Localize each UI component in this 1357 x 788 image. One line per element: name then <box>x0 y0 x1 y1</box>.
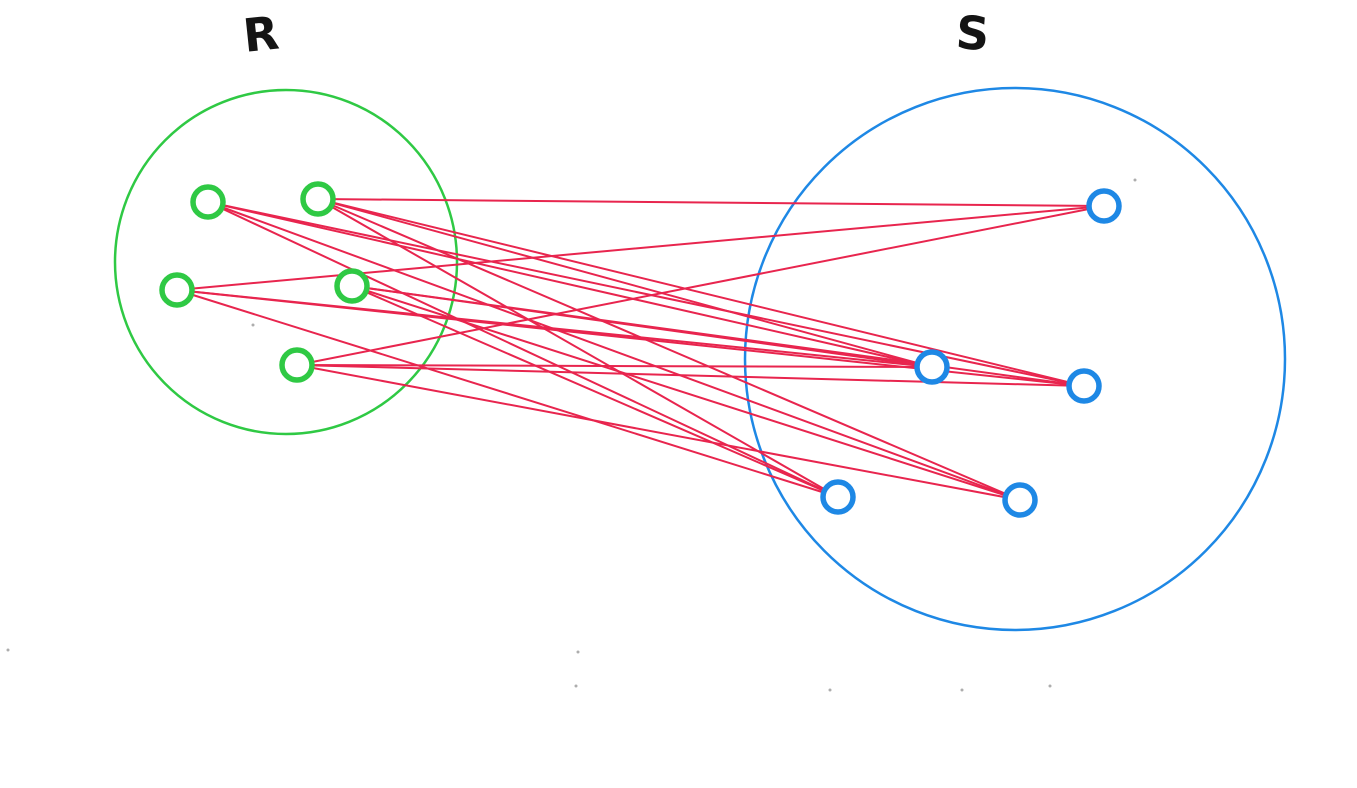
node-r1[interactable] <box>190 184 226 220</box>
set-s-boundary <box>743 86 1287 632</box>
node-s3[interactable] <box>1066 368 1102 404</box>
edge-r2-s2 <box>317 198 933 368</box>
edge-r1-s2 <box>207 201 933 368</box>
edge-r4-s5 <box>351 285 1021 501</box>
edge-r5-s3 <box>296 364 1085 387</box>
edge-r3-s1 <box>176 205 1105 291</box>
edge-r4-s3 <box>351 285 1085 387</box>
stray-mark <box>828 688 832 692</box>
edge-r2-s3 <box>317 198 1085 387</box>
stray-mark <box>6 648 10 652</box>
stray-mark <box>1048 684 1052 688</box>
node-r4[interactable] <box>334 268 370 304</box>
stray-mark <box>960 688 964 692</box>
stray-mark <box>1133 178 1137 182</box>
edge-r3-s4 <box>176 289 839 498</box>
node-s4[interactable] <box>820 479 856 515</box>
node-r3[interactable] <box>159 272 195 308</box>
set-s-label: S <box>954 5 991 61</box>
edge-r4-s4 <box>351 285 839 498</box>
edges-layer <box>176 198 1105 501</box>
edge-r5-s1 <box>296 205 1105 366</box>
node-s1[interactable] <box>1086 188 1122 224</box>
set-boundaries-layer <box>113 86 1287 632</box>
stray-marks-layer <box>6 178 1137 692</box>
edge-r1-s5 <box>207 201 1021 501</box>
stray-mark <box>574 684 578 688</box>
node-s5[interactable] <box>1002 482 1038 518</box>
edge-r5-s2 <box>296 364 933 368</box>
node-s2[interactable] <box>914 349 950 385</box>
edge-r1-s4 <box>207 201 839 498</box>
node-r5[interactable] <box>279 347 315 383</box>
stray-mark <box>576 650 580 654</box>
set-r-label: R <box>241 6 282 63</box>
set-r-boundary <box>113 88 459 436</box>
edge-r5-s5 <box>296 364 1021 501</box>
node-r2[interactable] <box>300 181 336 217</box>
edge-r2-s1 <box>317 198 1105 207</box>
nodes-layer <box>159 181 1122 518</box>
stray-mark <box>251 323 255 327</box>
edge-r2-s4 <box>317 198 839 498</box>
edge-r2-s5 <box>317 198 1021 501</box>
